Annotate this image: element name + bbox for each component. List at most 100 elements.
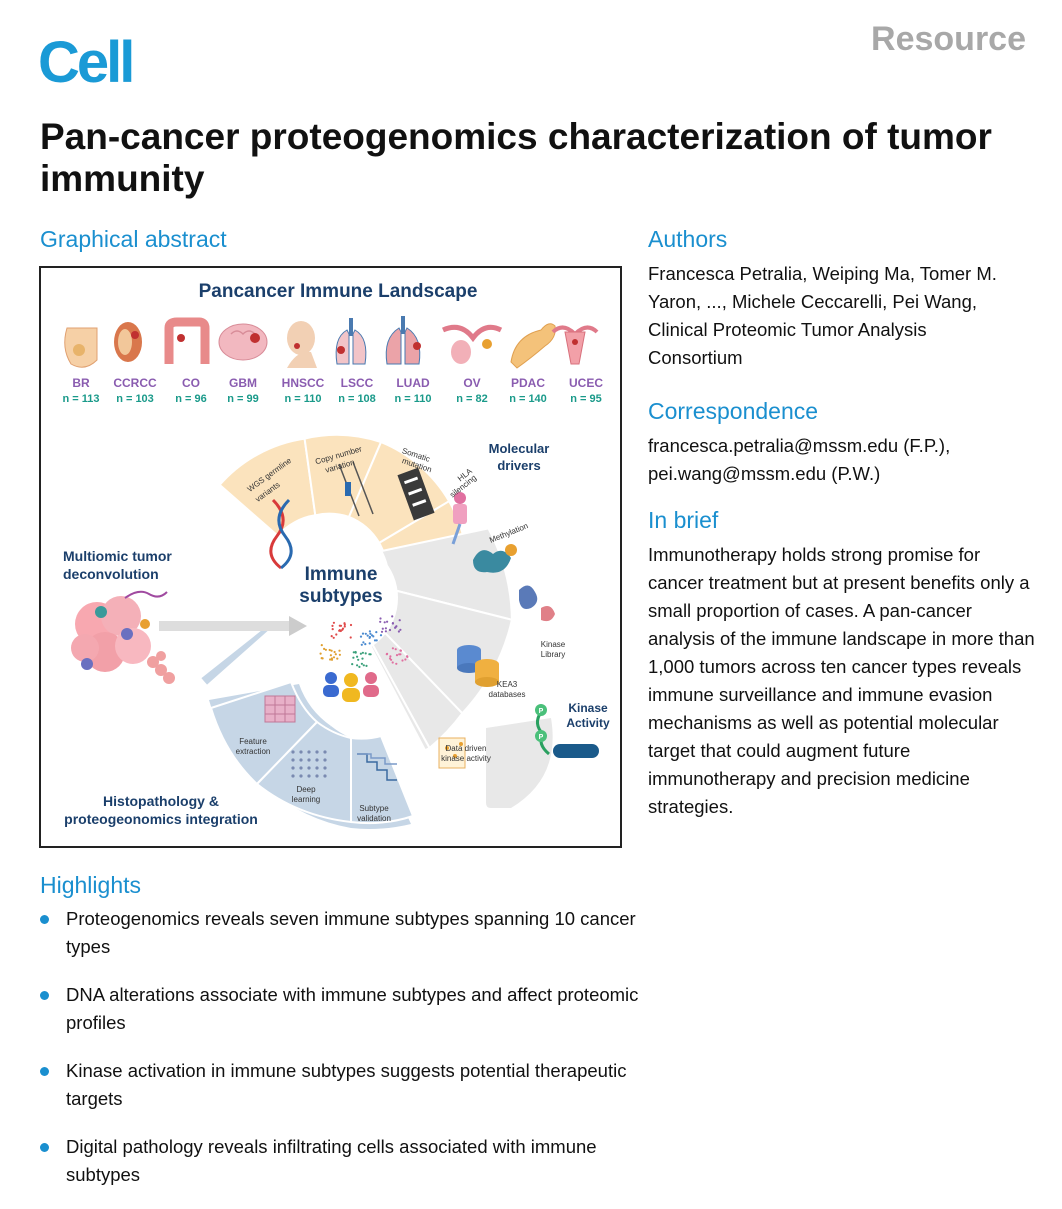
kinase-library-line-1: Kinase: [541, 640, 566, 649]
breast-organ-icon: [64, 327, 98, 368]
kinase-activity-line-2: Activity: [566, 716, 610, 730]
cohort-count: n = 110: [284, 393, 321, 405]
bullet-dot-icon: [40, 915, 49, 924]
tumor-cluster-icon: [71, 590, 175, 684]
pancreas-organ-icon: [510, 323, 556, 369]
colon-organ-icon: [164, 317, 210, 364]
head-neck-organ-icon: [287, 321, 317, 368]
multiomic-line-1: Multiomic tumor: [63, 548, 172, 564]
methylation-label: Methylation: [488, 521, 529, 545]
dna-icon: [269, 498, 293, 570]
cohort-count: n = 108: [338, 393, 376, 405]
kea3-line-2: databases: [489, 690, 526, 699]
lung-adeno-organ-icon: [385, 316, 421, 365]
correspondence-email[interactable]: pei.wang@mssm.edu (P.W.): [648, 463, 881, 484]
kea3-line-1: KEA3: [497, 680, 518, 689]
graphical-abstract-heading: Graphical abstract: [40, 226, 227, 252]
highlights-list: Proteogenomics reveals seven immune subt…: [40, 905, 640, 1209]
kinase-activity-line-1: Kinase: [568, 701, 608, 715]
center-label-line-1: Immune: [305, 564, 378, 585]
feature-extraction-line-2: extraction: [236, 747, 271, 756]
cohort-labels: BR n = 113 CCRCC n = 103 CO n = 96 GBM n = 99 HN…: [62, 376, 603, 405]
highlight-item: DNA alterations associate with immune su…: [40, 981, 640, 1037]
cohort-count: n = 110: [394, 393, 431, 405]
data-driven-segment: [486, 718, 553, 808]
bullet-dot-icon: [40, 991, 49, 1000]
graphical-abstract-svg: Pancancer Immune Landscape: [62, 281, 610, 829]
highlight-item: Proteogenomics reveals seven immune subt…: [40, 905, 640, 961]
cohort-code: CCRCC: [113, 376, 157, 390]
cohort-code: BR: [72, 376, 90, 390]
survival-curve-icon: [357, 753, 397, 781]
kinase-activity-icon: P P: [535, 704, 599, 758]
cohort-count: n = 99: [227, 393, 259, 405]
cohort-code: UCEC: [569, 376, 603, 390]
cohort-count: n = 140: [509, 393, 547, 405]
hla-receptor-icon: [451, 492, 467, 545]
organ-icons: [64, 316, 599, 369]
authors-heading: Authors: [648, 226, 728, 252]
histo-label-line-2: proteogeonomics integration: [64, 811, 258, 827]
deep-learning-line-2: learning: [292, 795, 320, 804]
highlight-item: Kinase activation in immune subtypes sug…: [40, 1057, 640, 1113]
svg-text:P: P: [539, 734, 544, 741]
bullet-dot-icon: [40, 1143, 49, 1152]
cohort-count: n = 96: [175, 393, 207, 405]
authors-list: Francesca Petralia, Weiping Ma, Tomer M.…: [648, 263, 997, 368]
cohort-code: LSCC: [341, 376, 374, 390]
highlight-item: Digital pathology reveals infiltrating c…: [40, 1133, 640, 1189]
cohort-code: CO: [182, 376, 200, 390]
center-label-line-2: subtypes: [299, 586, 382, 607]
histo-label-line-1: Histopathology &: [103, 793, 219, 809]
article-type-badge: Resource: [871, 20, 1026, 58]
cohort-code: HNSCC: [282, 376, 325, 390]
gel-blot-icon: [397, 467, 435, 521]
article-title: Pan-cancer proteogenomics characterizati…: [40, 116, 992, 199]
correspondence-block: francesca.petralia@mssm.edu (F.P.), pei.…: [648, 432, 1038, 488]
in-brief-heading: In brief: [648, 507, 719, 533]
ovary-organ-icon: [441, 324, 503, 364]
cohort-code: PDAC: [511, 376, 545, 390]
molecular-drivers-line-2: drivers: [497, 458, 540, 473]
in-brief-text: Immunotherapy holds strong promise for c…: [648, 544, 1035, 817]
data-driven-icon: [438, 737, 466, 769]
subtype-validation-line-1: Subtype: [359, 804, 389, 813]
cnv-chart-icon: [338, 461, 374, 517]
molecular-drivers-line-1: Molecular: [489, 441, 550, 456]
lung-squamous-organ-icon: [335, 318, 367, 365]
kidney-organ-icon: [114, 322, 142, 362]
cohort-code: OV: [463, 376, 480, 390]
cohort-code: LUAD: [396, 376, 430, 390]
people-icon: [323, 672, 379, 702]
neural-net-icon: [291, 750, 327, 778]
deep-learning-line-1: Deep: [296, 785, 316, 794]
uterus-organ-icon: [551, 325, 599, 365]
center-disc: [282, 540, 398, 656]
data-driven-line-2: kinase activity: [441, 754, 491, 763]
database-icon: [457, 645, 499, 687]
bullet-dot-icon: [40, 1067, 49, 1076]
flow-arrowhead: [289, 616, 307, 636]
graphical-abstract-figure: Pancancer Immune Landscape: [39, 266, 622, 848]
kinase-library-line-2: Library: [541, 650, 565, 659]
methylation-icon: [473, 544, 517, 573]
cohort-count: n = 113: [62, 393, 99, 405]
journal-logo: Cell: [38, 30, 135, 95]
correspondence-heading: Correspondence: [648, 398, 819, 424]
highlights-heading: Highlights: [40, 872, 141, 898]
correspondence-email[interactable]: francesca.petralia@mssm.edu (F.P.),: [648, 435, 951, 456]
cohort-count: n = 95: [570, 393, 602, 405]
multiomic-line-2: deconvolution: [63, 566, 159, 582]
brain-organ-icon: [218, 323, 268, 361]
cohort-code: GBM: [229, 376, 257, 390]
kinase-library-icon: [519, 585, 555, 622]
subtype-validation-line-2: validation: [357, 814, 391, 823]
umap-scatter-icon: [319, 615, 409, 668]
cohort-count: n = 82: [456, 393, 488, 405]
figure-title: Pancancer Immune Landscape: [199, 281, 478, 302]
feature-extraction-line-1: Feature: [239, 737, 267, 746]
cohort-count: n = 103: [116, 393, 154, 405]
svg-text:P: P: [539, 708, 544, 715]
tissue-grid-icon: [264, 695, 296, 723]
data-driven-line-1: Data driven: [446, 744, 487, 753]
